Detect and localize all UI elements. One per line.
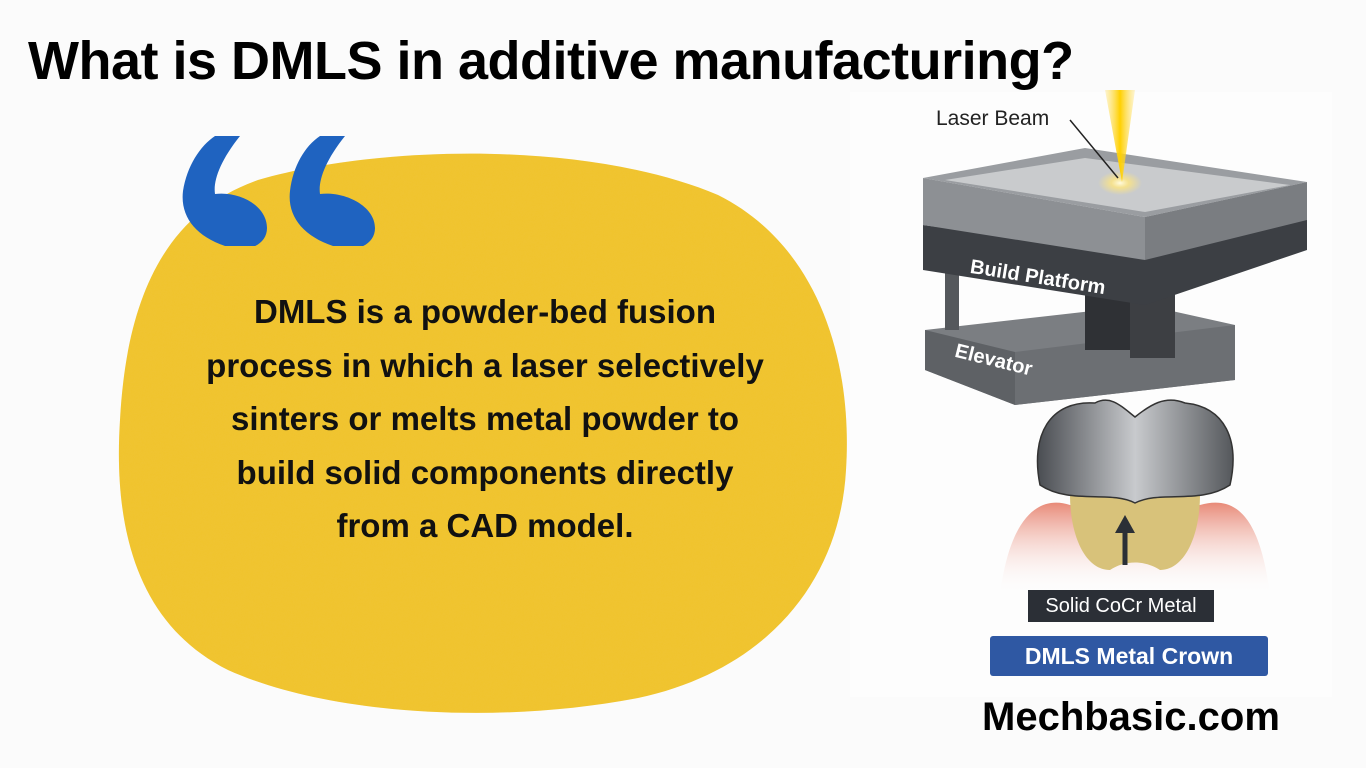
quote-open-icon [182,136,375,246]
dmls-machine-illustration [923,90,1307,405]
dmls-metal-crown-badge: DMLS Metal Crown [990,636,1268,676]
quote-line: DMLS is a powder-bed fusion [253,293,717,330]
quote-background-blob [118,153,847,713]
quote-line: sinters or melts metal powder to [231,400,739,437]
solid-cocr-metal-label: Solid CoCr Metal [1028,590,1214,622]
quote-line: build solid components directly [236,453,734,491]
quote-text: DMLS is a powder-bed fusion process in w… [140,285,830,553]
site-watermark: Mechbasic.com [982,695,1280,739]
laser-beam-label: Laser Beam [936,107,1050,130]
page-title: What is DMLS in additive manufacturing? [28,31,1074,91]
quote-line: process in which a laser selectively [206,346,764,384]
quote-line: from a CAD model. [336,507,634,544]
metal-crown-illustration [1000,399,1270,595]
